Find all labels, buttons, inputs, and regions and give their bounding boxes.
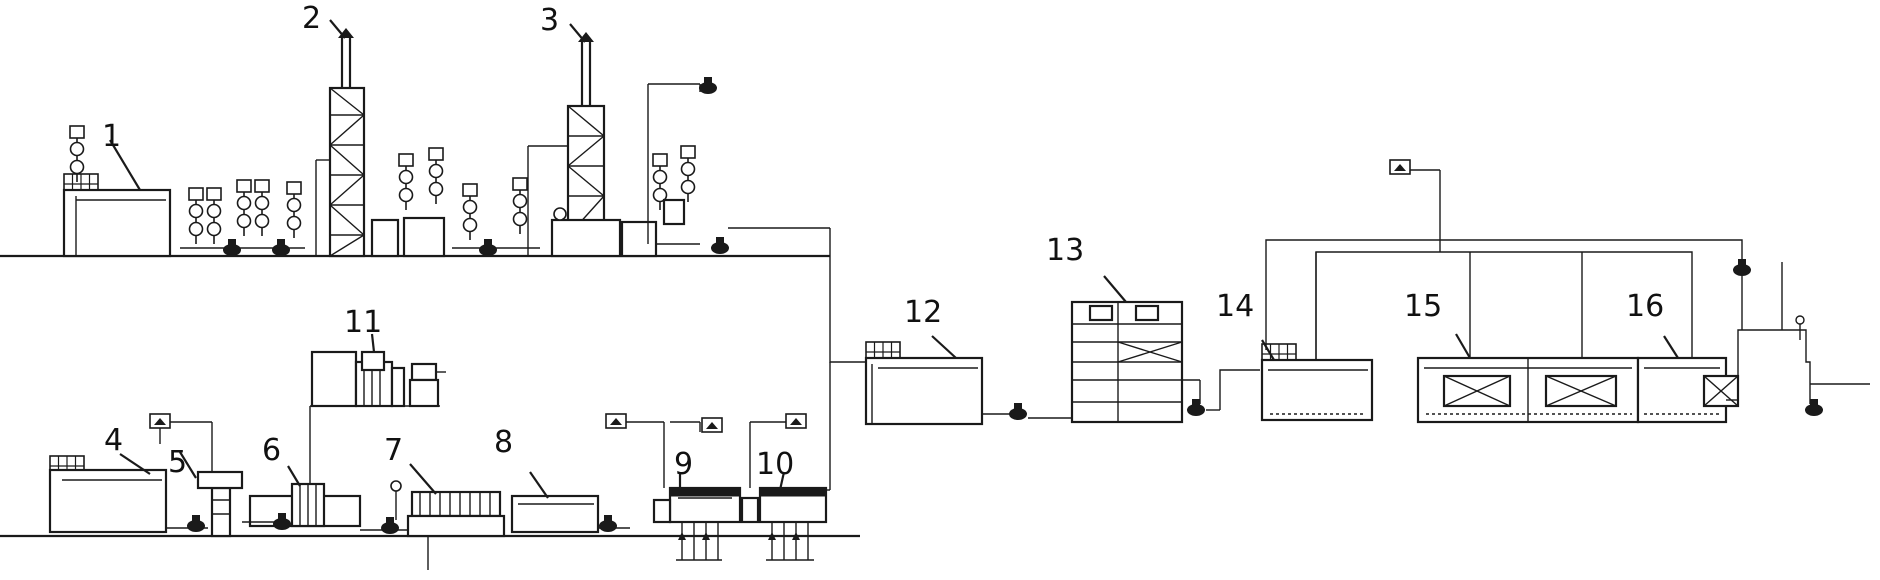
motor-icon bbox=[149, 413, 171, 429]
leader-line-14 bbox=[1261, 339, 1275, 361]
label-6: 6 bbox=[262, 433, 281, 468]
instrument-cluster-c bbox=[620, 77, 830, 258]
label-16: 16 bbox=[1626, 289, 1664, 324]
instrument-cluster-b bbox=[370, 147, 540, 258]
label-7: 7 bbox=[384, 433, 403, 468]
pump-icon bbox=[1009, 403, 1027, 420]
leader-line-10 bbox=[778, 471, 786, 491]
label-5: 5 bbox=[168, 445, 187, 480]
pump-icon bbox=[479, 239, 497, 256]
label-15: 15 bbox=[1404, 289, 1442, 324]
unit-4-tank bbox=[48, 453, 208, 534]
leader-line-4 bbox=[119, 453, 151, 475]
unit-9-settler bbox=[605, 413, 742, 561]
unit-5-column bbox=[149, 413, 244, 538]
label-14: 14 bbox=[1216, 289, 1254, 324]
label-11: 11 bbox=[344, 305, 382, 340]
pump-icon bbox=[187, 515, 205, 532]
label-2: 2 bbox=[302, 1, 321, 36]
label-12: 12 bbox=[904, 295, 942, 330]
label-8: 8 bbox=[494, 425, 513, 460]
lower-row bbox=[0, 333, 860, 570]
instrument-cluster-a bbox=[180, 179, 305, 256]
pump-icon bbox=[223, 239, 241, 256]
pump-icon bbox=[1187, 399, 1205, 416]
unit-7-filter-press bbox=[360, 463, 506, 570]
label-13: 13 bbox=[1046, 233, 1084, 268]
pump-icon bbox=[711, 237, 729, 254]
unit-6-reactor bbox=[242, 406, 362, 530]
unit-3-tower bbox=[527, 23, 622, 258]
leader-line-12 bbox=[931, 335, 957, 359]
unit-13-column bbox=[1070, 275, 1260, 424]
label-3: 3 bbox=[540, 3, 559, 38]
leader-line-13 bbox=[1103, 275, 1127, 303]
leader-line-8 bbox=[529, 471, 549, 499]
unit-12-tank bbox=[864, 335, 1072, 426]
leader-line-3 bbox=[569, 23, 586, 43]
unit-11-equipment bbox=[310, 333, 446, 408]
upper-row bbox=[0, 19, 866, 363]
motor-icon bbox=[701, 417, 723, 433]
leader-line-7 bbox=[409, 463, 437, 495]
label-4: 4 bbox=[104, 423, 123, 458]
pump-icon bbox=[1733, 259, 1751, 276]
number-labels: 1 2 3 4 5 6 7 8 9 10 11 12 13 14 15 16 bbox=[102, 1, 1664, 482]
pump-icon bbox=[1805, 399, 1823, 416]
leader-line-5 bbox=[179, 451, 197, 479]
label-10: 10 bbox=[756, 447, 794, 482]
unit-14-tank bbox=[1260, 339, 1374, 422]
leader-line-2 bbox=[329, 19, 346, 39]
pump-icon bbox=[599, 515, 617, 532]
motor-icon bbox=[605, 413, 627, 429]
leader-line-1 bbox=[109, 139, 141, 191]
unit-1-tank bbox=[62, 125, 172, 258]
unit-10-settler bbox=[740, 362, 831, 561]
pump-icon bbox=[272, 239, 290, 256]
unit-15-tank bbox=[1416, 333, 1640, 424]
pump-icon bbox=[699, 77, 717, 94]
transfer-pipe-upper-to-12 bbox=[829, 228, 866, 363]
leader-line-15 bbox=[1455, 333, 1471, 359]
unit-8-tank bbox=[510, 471, 630, 534]
label-9: 9 bbox=[674, 447, 693, 482]
leader-line-6 bbox=[287, 465, 301, 487]
leader-line-11 bbox=[370, 333, 376, 353]
unit-16-tank bbox=[1636, 315, 1870, 424]
distribution-pipe-network bbox=[1265, 159, 1783, 360]
blower-icon bbox=[1389, 159, 1411, 175]
label-1: 1 bbox=[102, 119, 121, 154]
leader-line-16 bbox=[1663, 335, 1679, 359]
motor-icon bbox=[785, 413, 807, 429]
unit-2-tower bbox=[315, 19, 366, 258]
